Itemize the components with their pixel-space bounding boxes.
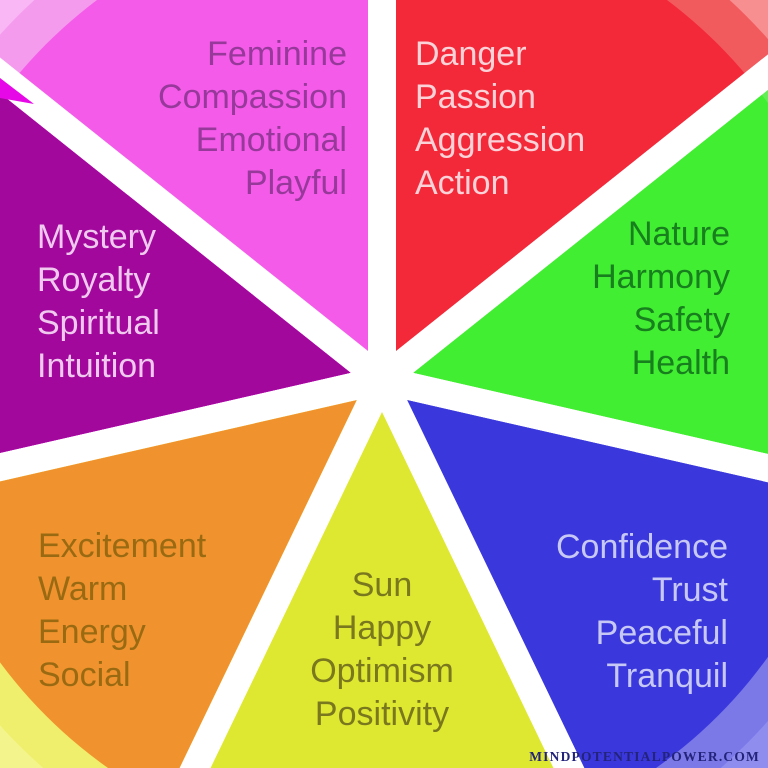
meaning-line: Confidence xyxy=(555,528,728,566)
green-label-block: Nature Harmony Safety Health xyxy=(592,213,730,385)
meaning-line: Passion xyxy=(415,78,536,116)
watermark: MINDPOTENTIALPOWER.COM xyxy=(529,749,760,764)
meaning-line: Mystery xyxy=(37,218,156,256)
meaning-line: Harmony xyxy=(592,258,730,296)
yellow-label-block: Sun Happy Optimism Positivity xyxy=(182,564,582,736)
meaning-line: Action xyxy=(415,164,510,202)
meaning-line: Positivity xyxy=(314,695,450,733)
meaning-line: Compassion xyxy=(158,78,347,116)
meaning-line: Warm xyxy=(38,570,128,608)
meaning-line: Health xyxy=(631,344,730,382)
meaning-line: Royalty xyxy=(37,261,151,299)
meaning-line: Nature xyxy=(627,215,730,253)
pink-label-block: Feminine Compassion Emotional Playful xyxy=(158,33,347,205)
meaning-line: Trust xyxy=(651,571,728,609)
red-label-block: Danger Passion Aggression Action xyxy=(415,33,585,205)
meaning-line: Intuition xyxy=(37,347,157,385)
blue-label-block: Confidence Trust Peaceful Tranquil xyxy=(556,526,728,698)
meaning-line: Sun xyxy=(351,566,413,604)
meaning-line: Tranquil xyxy=(606,657,728,695)
meaning-line: Spiritual xyxy=(37,304,160,342)
purple-label-block: Mystery Royalty Spiritual Intuition xyxy=(37,216,160,388)
meaning-line: Social xyxy=(38,656,131,694)
meaning-line: Aggression xyxy=(415,121,586,159)
meaning-line: Feminine xyxy=(207,35,347,73)
meaning-line: Happy xyxy=(332,609,432,647)
magenta-rim-sliver xyxy=(0,78,34,104)
meaning-line: Danger xyxy=(415,35,527,73)
meaning-line: Safety xyxy=(633,301,730,339)
meaning-line: Peaceful xyxy=(595,614,728,652)
meaning-line: Optimism xyxy=(310,652,454,690)
meaning-line: Playful xyxy=(244,164,347,202)
meaning-line: Excitement xyxy=(38,527,207,565)
orange-label-block: Excitement Warm Energy Social xyxy=(38,525,206,697)
meaning-line: Energy xyxy=(38,613,146,651)
meaning-line: Emotional xyxy=(195,121,347,159)
